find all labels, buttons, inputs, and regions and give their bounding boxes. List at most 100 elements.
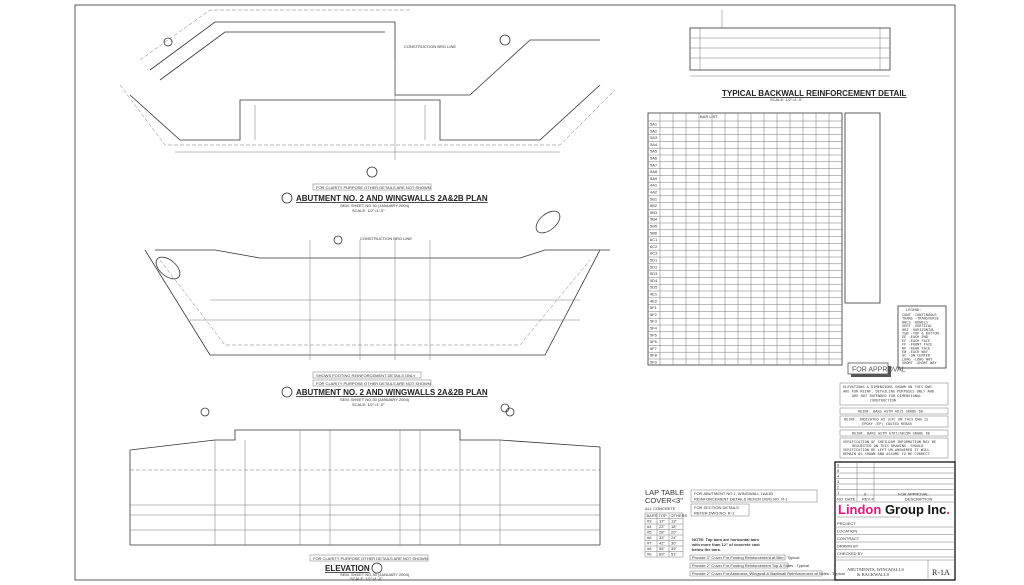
title-block-field: DRAWN BY (837, 544, 859, 549)
schedule-bar-mark: 6C3 (650, 251, 658, 256)
detail-symbol-icon (281, 192, 293, 204)
lap-table-cell: 17" (659, 519, 665, 524)
lap-table-cell: 33" (659, 535, 665, 540)
sheet-border (74, 4, 956, 581)
schedule-bar-mark: 5F8 (650, 353, 658, 358)
note-line: REQUESTED ON THIS DRAWING. SHOULD (852, 444, 923, 448)
schedule-bar-mark: 5F7 (650, 346, 658, 351)
legend-item: VERT -VERTICAL (902, 324, 932, 328)
backwall-scale: SCALE: 1/2"=1'-0" (770, 97, 803, 102)
rev-row-number: 6 (837, 462, 840, 467)
plan1-scale: SCALE: 1/2"=1'-0" (352, 208, 385, 213)
elevation-title: ELEVATION (325, 564, 370, 573)
section-marker-c (163, 37, 173, 47)
cover-note: Provide 3" Cover For Footing Reinforceme… (692, 555, 800, 560)
lap-table-cell: 24" (671, 535, 677, 540)
legend-item: T&B -TOP & BOTTOM (902, 332, 940, 336)
schedule-header: BAR LIST (700, 114, 718, 119)
backwall-title: TYPICAL BACKWALL REINFORCEMENT DETAIL (722, 89, 907, 98)
legend-item: RF -REAR FACE (902, 346, 930, 350)
rev-row-number: 5 (837, 468, 840, 473)
drawing-number: R-1A (932, 568, 950, 577)
legend-item: CONT -CONTINUOUS (902, 313, 937, 317)
top-bars-note: below the bars. (692, 547, 721, 552)
ref-note: REFER DWG.NO. R-1 (694, 511, 735, 516)
note-line: VERIFICATION BE LEFT UN-ANSWERED IT WILL (843, 448, 930, 452)
plan-1-drawing: CONSTRUCTION BRG LINE FOR CLARITY PURPOS… (119, 9, 616, 213)
title-block-field: PROJECT (837, 521, 856, 526)
rev-no: 0 (864, 492, 867, 497)
lap-table-cell: #4 (647, 524, 652, 529)
rev-header: DESCRIPTION (905, 497, 932, 502)
schedule-bar-mark: 5D1 (650, 258, 658, 263)
schedule-bar-mark: 4E1 (650, 292, 658, 297)
lap-table-cell: 18" (671, 524, 677, 529)
lap-table-cell: #8 (647, 546, 652, 551)
schedule-bar-mark: 5B2 (650, 203, 658, 208)
legend-item: TRANS -TRANSVERSE (902, 317, 939, 321)
section-marker-a (499, 34, 511, 46)
note-line: CONSTRUCTION (870, 399, 896, 403)
schedule-bar-mark: 5A5 (650, 149, 658, 154)
drawing-title: & BACKWALLS (857, 572, 890, 577)
rev-row-number: 2 (837, 484, 840, 489)
elevation-subtitle: SEM. SHEET NO.30 (JANUARY 2004) (340, 572, 410, 577)
cover-note: Provide 2" Cover For Abutment, Wingwall … (692, 571, 845, 576)
ref-note: FOR SECTION DETAILS (694, 505, 739, 510)
plan2-title: ABUTMENT NO. 2 AND WINGWALLS 2A&2B PLAN (296, 388, 488, 397)
note-line: ELEVATIONS & DIMENSIONS SHOWN ON THIS DW… (843, 385, 932, 389)
legend-item: HRZ -HORIZONTAL (902, 328, 934, 332)
legend-title: LEGEND: (906, 308, 921, 312)
rev-row-number: 4 (837, 473, 840, 478)
lap-table-cell: 13" (671, 519, 677, 524)
legend-item: FF -FRONT FACE (902, 343, 932, 347)
detail-symbol-icon (281, 386, 293, 398)
schedule-bar-mark: 5B5 (650, 224, 658, 229)
lap-table-cell: 51" (671, 552, 677, 557)
note-line: ARE NOT INTENDED FOR DIMENSIONAL (852, 394, 921, 398)
schedule-bar-mark: 5D4 (650, 278, 658, 283)
schedule-bar-mark: 5F5 (650, 332, 658, 337)
schedule-bar-mark: 5F2 (650, 312, 658, 317)
schedule-bar-mark: 5D2 (650, 264, 658, 269)
rev-header: DATE (845, 497, 856, 502)
rev-header: REV # (862, 497, 874, 502)
ref-note: REINFORCEMENT DETAILS REFER DWG.NO. R-1 (694, 497, 788, 502)
legend-item: EF -EACH FACE (902, 339, 930, 343)
reference-notes: FOR ABUTMENT NO.1, WINGWALL 1A&1B REINFO… (689, 489, 845, 577)
lap-table-header: OTHERS (671, 513, 688, 518)
lap-table-cell: 55" (659, 546, 665, 551)
legend-item: LONG -LONG WAY (902, 357, 933, 361)
plan1-note: FOR CLARITY PURPOSE OTHER DETAILS ARE NO… (316, 185, 431, 190)
backwall-detail: TYPICAL BACKWALL REINFORCEMENT DETAIL SC… (689, 10, 907, 102)
schedule-bar-mark: 5A2 (650, 128, 658, 133)
lap-table-header: BARS (647, 513, 658, 518)
section-marker-b (366, 166, 378, 178)
schedule-bar-mark: 5D5 (650, 285, 658, 290)
schedule-bar-mark: 4E2 (650, 298, 658, 303)
lap-table-header: TOP (659, 513, 667, 518)
note-line: REINF. BARS ASTM A767/A615M GRADE 60 (852, 432, 930, 436)
company-logo: Lindon Group Inc. (838, 502, 950, 517)
elevation-drawing: FOR CLARITY PURPOSE OTHER DETAILS ARE NO… (129, 407, 601, 581)
lap-table-cell: 30" (671, 541, 677, 546)
note-line: REINF. INDICATED AS (EP) ON THIS DWG IS (844, 418, 928, 422)
lap-table-cell: 20" (671, 530, 677, 535)
schedule-bar-mark: 5F9 (650, 360, 658, 365)
rev-row-number: 1 (837, 490, 840, 495)
plan2-note: FOR CLARITY PURPOSE OTHER DETAILS ARE NO… (316, 381, 431, 386)
drawing-title: ABUTMENTS, WINGWALLS (847, 567, 904, 573)
ref-note: FOR ABUTMENT NO.1, WINGWALL 1A&1B (694, 491, 773, 496)
schedule-bar-mark: 5B6 (650, 230, 658, 235)
legend-item: OC -ON CENTER (902, 354, 931, 358)
plan1-subtitle: SEM. SHEET NO.30 (JANUARY 2004) (340, 203, 410, 208)
schedule-bar-mark: 6C2 (650, 244, 658, 249)
legend-item: EE -EACH END (902, 335, 928, 339)
schedule-bar-mark: 5D3 (650, 271, 658, 276)
title-block-field: CHECKED BY (837, 551, 863, 556)
lap-table-cell: 22" (659, 524, 665, 529)
schedule-bar-mark: 5A9 (650, 176, 658, 181)
plan1-title: ABUTMENT NO. 2 AND WINGWALLS 2A&2B PLAN (296, 194, 488, 203)
